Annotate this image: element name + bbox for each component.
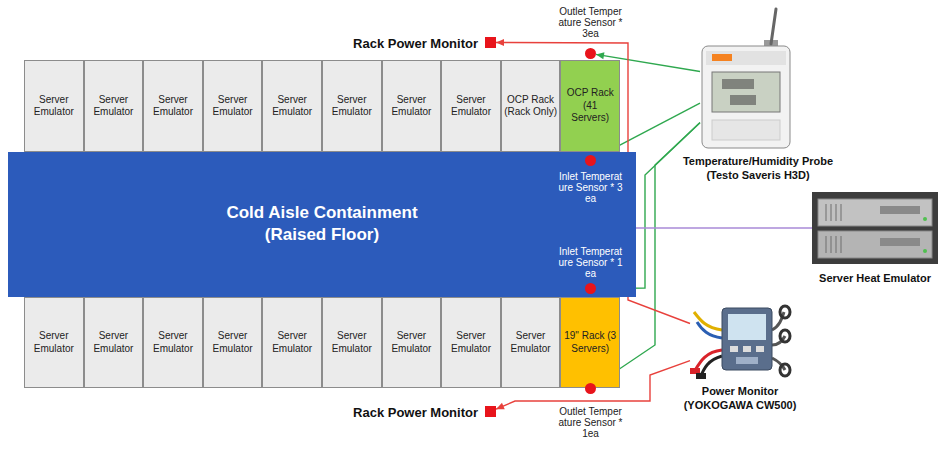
rack-label: Server Emulator [383, 94, 441, 119]
sensor-dot: Outlet Temperature Sensor * 1ea [585, 383, 596, 394]
probe-illustration [702, 9, 790, 148]
device-label: Temperature/Humidity Probe (Testo Saveri… [668, 155, 848, 183]
sensor-label: Inlet Temperature Sensor * 3ea [558, 171, 624, 204]
rack-box: OCP Rack (Rack Only) [501, 60, 561, 152]
rack-label: Server Emulator [25, 330, 83, 355]
rack-box: Server Emulator [262, 60, 322, 152]
device: Server Heat Emulator [812, 192, 938, 264]
sensor-dot: Outlet Temperature Sensor * 3ea [585, 48, 596, 59]
sensor-label: Outlet Temperature Sensor * 1ea [558, 406, 624, 439]
power-monitor-point: Rack Power Monitor [485, 406, 496, 417]
device-label: Power Monitor (YOKOGAWA CW500) [675, 385, 805, 413]
monitor-label: Rack Power Monitor [353, 35, 478, 50]
rack-box: Server Emulator [322, 297, 382, 388]
rack-box: 19" Rack (3 Servers) [560, 297, 620, 388]
rack-label: Server Emulator [204, 330, 262, 355]
rack-box: Server Emulator [203, 60, 263, 152]
aisle-title: Cold Aisle Containment (Raised Floor) [207, 202, 437, 246]
rack-box: Server Emulator [382, 297, 442, 388]
rack-box: Server Emulator [24, 297, 84, 388]
rack-box: Server Emulator [84, 297, 144, 388]
rack-box: Server Emulator [203, 297, 263, 388]
rack-label: Server Emulator [323, 94, 381, 119]
device-label: Server Heat Emulator [805, 272, 943, 286]
rack-label: Server Emulator [85, 94, 143, 119]
sensor-label: Outlet Temperature Sensor * 3ea [558, 6, 624, 39]
arrow-head [496, 403, 505, 409]
rack-box: Server Emulator [382, 60, 442, 152]
rack-label: Server Emulator [263, 94, 321, 119]
rack-label: OCP Rack (Rack Only) [502, 94, 560, 119]
rack-label: Server Emulator [144, 94, 202, 119]
rack-box: OCP Rack (41 Servers) [560, 60, 620, 152]
rack-box: Server Emulator [441, 297, 501, 388]
rack-box: Server Emulator [322, 60, 382, 152]
sensor-dot: Inlet Temperature Sensor * 3ea [585, 155, 596, 166]
rack-box: Server Emulator [441, 60, 501, 152]
aisle-band: Cold Aisle Containment (Raised Floor) Inl… [8, 152, 636, 297]
device: Power Monitor (YOKOGAWA CW500) [690, 305, 790, 380]
rack-box: Server Emulator [143, 297, 203, 388]
rack-label: Server Emulator [383, 330, 441, 355]
rack-label: Server Emulator [323, 330, 381, 355]
monitor-label: Rack Power Monitor [353, 404, 478, 419]
rack-label: Server Emulator [144, 330, 202, 355]
sensor-label: Inlet Temperature Sensor * 1ea [558, 246, 624, 279]
rack-label: Server Emulator [263, 330, 321, 355]
rack-label: Server Emulator [502, 330, 560, 355]
rack-label: 19" Rack (3 Servers) [561, 330, 619, 355]
rack-label: Server Emulator [442, 94, 500, 119]
rack-box: Server Emulator [24, 60, 84, 152]
rack-box: Server Emulator [262, 297, 322, 388]
rack-label: Server Emulator [442, 330, 500, 355]
device: Temperature/Humidity Probe (Testo Saveri… [700, 8, 792, 150]
rack-label: Server Emulator [25, 94, 83, 119]
rack-label: Server Emulator [85, 330, 143, 355]
arrow-head [596, 52, 604, 59]
sensor-dot: Inlet Temperature Sensor * 1ea [585, 283, 596, 294]
power-monitor-point: Rack Power Monitor [485, 37, 496, 48]
rack-box: Server Emulator [143, 60, 203, 152]
rack-box: Server Emulator [501, 297, 561, 388]
heat-emulator-illustration [812, 192, 938, 264]
rack-box: Server Emulator [84, 60, 144, 152]
power-monitor-illustration [690, 306, 790, 379]
rack-label: OCP Rack (41 Servers) [561, 87, 619, 125]
rack-label: Server Emulator [204, 94, 262, 119]
arrow-head [496, 39, 504, 46]
